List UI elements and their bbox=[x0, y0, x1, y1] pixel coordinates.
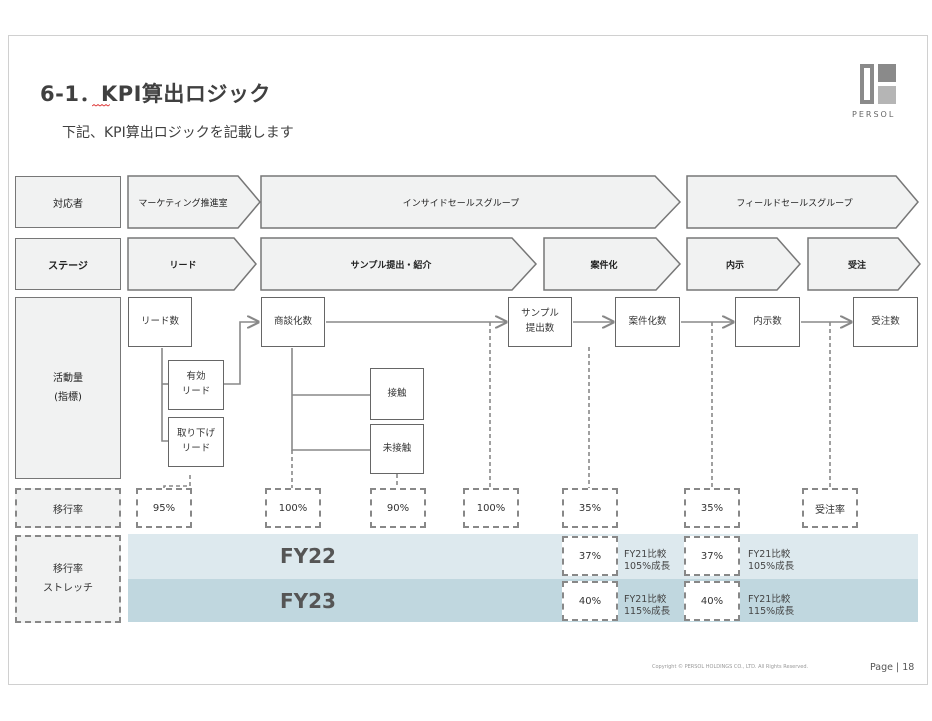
rate-box-lead: 95% bbox=[136, 488, 192, 528]
activity-offer-count: 内示数 bbox=[735, 297, 800, 347]
fy22-note-offer-line2: 105%成長 bbox=[748, 561, 795, 573]
fy22-band bbox=[128, 534, 918, 579]
activity-order-count: 受注数 bbox=[853, 297, 918, 347]
rate-box-offer: 35% bbox=[684, 488, 740, 528]
stage-chevron-lead bbox=[127, 237, 257, 291]
copyright-text: Copyright © PERSOL HOLDINGS CO., LTD. Al… bbox=[652, 664, 809, 670]
fy23-note-offer-line1: FY21比較 bbox=[748, 594, 791, 605]
owner-chevron-inside-sales bbox=[260, 175, 682, 229]
rate-box-contact: 90% bbox=[370, 488, 426, 528]
dropped-lead-line2: リード bbox=[181, 443, 211, 454]
persol-logo-icon bbox=[860, 64, 896, 104]
fy22-note-project-line1: FY21比較 bbox=[624, 549, 667, 560]
activity-sample-count: サンプル 提出数 bbox=[508, 297, 572, 347]
fy22-rate-offer: 37% bbox=[684, 536, 740, 576]
valid-lead-line1: 有効 bbox=[186, 371, 206, 383]
rate-link-1 bbox=[163, 475, 191, 488]
fy22-note-offer: FY21比較 105%成長 bbox=[748, 549, 794, 574]
activity-dropped-lead: 取り下げ リード bbox=[168, 417, 224, 467]
fy22-note-project: FY21比較 105%成長 bbox=[624, 549, 670, 574]
activity-valid-lead: 有効 リード bbox=[168, 360, 224, 410]
fy23-note-offer: FY21比較 115%成長 bbox=[748, 594, 794, 619]
fy23-rate-offer: 40% bbox=[684, 581, 740, 621]
activity-meeting-count: 商談化数 bbox=[261, 297, 325, 347]
page-number: Page | 18 bbox=[870, 662, 915, 673]
meeting-tree-line bbox=[291, 348, 370, 451]
stage-chevron-project bbox=[543, 237, 682, 291]
fy23-rate-project: 40% bbox=[562, 581, 618, 621]
activity-contact: 接触 bbox=[370, 368, 424, 420]
fy23-note-project-line2: 115%成長 bbox=[624, 606, 671, 618]
row-label-stage: ステージ bbox=[15, 238, 121, 290]
fy22-note-offer-line1: FY21比較 bbox=[748, 549, 791, 560]
page-title: 6-1．KPI算出ロジック bbox=[40, 82, 271, 106]
row-label-stretch: 移行率 ストレッチ bbox=[15, 535, 121, 623]
row-label-target: 対応者 bbox=[15, 176, 121, 228]
owner-chevron-field-sales bbox=[686, 175, 919, 229]
fy22-note-project-line2: 105%成長 bbox=[624, 561, 671, 573]
fy22-rate-project: 37% bbox=[562, 536, 618, 576]
valid-lead-line2: リード bbox=[181, 386, 211, 397]
fy23-note-project-line1: FY21比較 bbox=[624, 594, 667, 605]
fy22-label: FY22 bbox=[280, 544, 336, 568]
rate-box-meeting: 100% bbox=[265, 488, 321, 528]
logo-text: PERSOL bbox=[852, 110, 896, 119]
row-label-transition: 移行率 bbox=[15, 488, 121, 528]
spellcheck-underline bbox=[92, 104, 110, 107]
stage-chevron-offer bbox=[686, 237, 802, 291]
activity-project-count: 案件化数 bbox=[615, 297, 680, 347]
fy23-note-offer-line2: 115%成長 bbox=[748, 606, 795, 618]
rate-box-sample: 100% bbox=[463, 488, 519, 528]
row-label-activity: 活動量 (指標) bbox=[15, 297, 121, 479]
fy23-band bbox=[128, 579, 918, 622]
row-label-activity-line2: (指標) bbox=[54, 392, 82, 403]
sample-count-line1: サンプル bbox=[521, 308, 559, 320]
row-label-activity-line1: 活動量 bbox=[53, 373, 83, 384]
page-subtitle: 下記、KPI算出ロジックを記載します bbox=[62, 125, 294, 141]
fy23-label: FY23 bbox=[280, 589, 336, 613]
valid-to-meeting-arrow bbox=[224, 322, 258, 385]
activity-lead-count: リード数 bbox=[128, 297, 192, 347]
rate-box-project: 35% bbox=[562, 488, 618, 528]
rate-box-order: 受注率 bbox=[802, 488, 858, 528]
sample-count-line2: 提出数 bbox=[525, 323, 555, 334]
stage-chevron-order bbox=[807, 237, 921, 291]
owner-chevron-marketing bbox=[127, 175, 261, 229]
lead-tree-line bbox=[161, 348, 168, 442]
stage-chevron-sample bbox=[260, 237, 538, 291]
activity-no-contact: 未接触 bbox=[370, 424, 424, 474]
fy23-note-project: FY21比較 115%成長 bbox=[624, 594, 670, 619]
dropped-lead-line1: 取り下げ bbox=[176, 428, 215, 440]
row-label-stretch-line1: 移行率 bbox=[53, 564, 83, 575]
row-label-stretch-line2: ストレッチ bbox=[43, 583, 93, 594]
